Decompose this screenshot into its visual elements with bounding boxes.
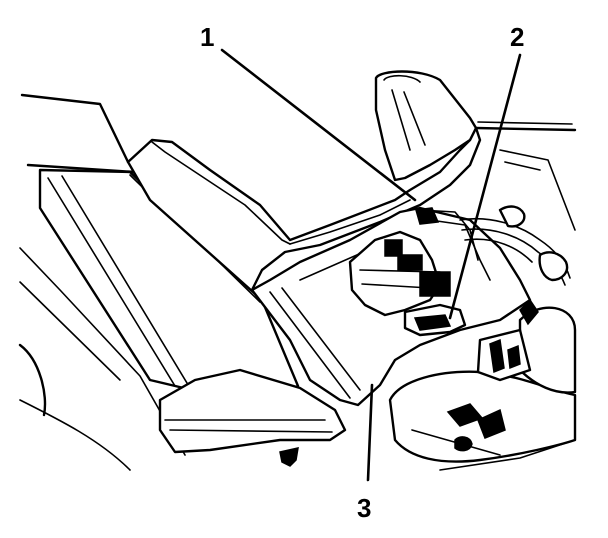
leader-lines [220, 48, 522, 482]
lower-frame [158, 368, 347, 467]
background-structure [18, 93, 186, 471]
right-background [499, 149, 576, 231]
shifter-mechanism [348, 207, 491, 337]
leader-line-3 [366, 383, 374, 482]
callout-1: 1 [200, 22, 214, 52]
leader-line-1 [220, 48, 417, 202]
shift-boot [374, 70, 577, 182]
callout-3: 3 [357, 493, 371, 523]
callout-2: 2 [510, 22, 524, 52]
wire-harness [459, 205, 571, 286]
leader-line-2 [448, 53, 522, 320]
switch-housing [388, 298, 577, 471]
